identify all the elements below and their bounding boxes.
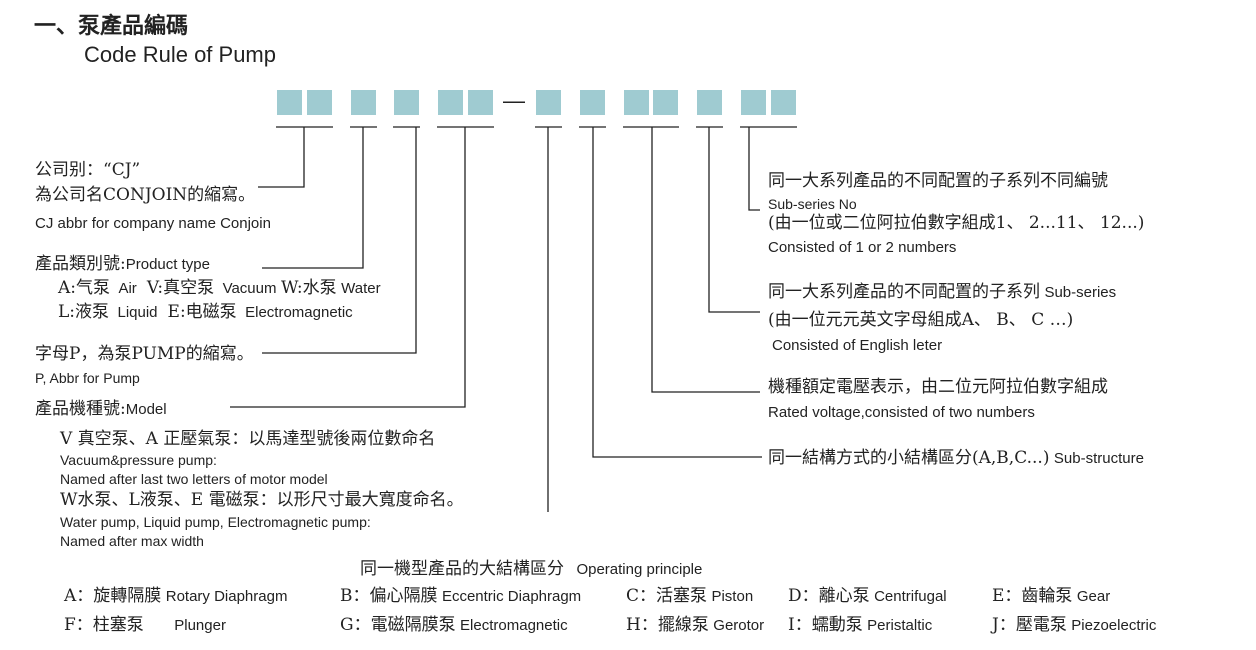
model-heading: 產品機種號:Model [35, 401, 167, 418]
type-w-en: Water [341, 280, 381, 297]
subseries-cn: 同一大系列產品的不同配置的子系列 [768, 282, 1040, 302]
subseries-en: Sub-series [1044, 284, 1117, 301]
code-square-type [351, 90, 376, 115]
model-w-en-2: Named after max width [60, 533, 204, 549]
model-w-en-1: Water pump, Liquid pump, Electromagnetic… [60, 514, 371, 530]
subno-en-2: Consisted of 1 or 2 numbers [768, 239, 957, 256]
model-cn: 產品機種號: [35, 399, 126, 419]
type-l-en: Liquid [117, 304, 158, 321]
model-v-en-1: Vacuum&pressure pump: [60, 452, 217, 468]
title-cn: 一、泵產品編碼 [34, 14, 189, 39]
code-square-voltage-2 [653, 90, 678, 115]
type-a-en: Air [118, 280, 137, 297]
model-en: Model [125, 401, 167, 418]
pump-cn: 字母P，為泵PUMP的縮寫。 [35, 344, 254, 364]
substructure-cn: 同一結構方式的小結構區分(A,B,C...) [768, 448, 1050, 468]
product-type-line-2: L:液泵 Liquid E:电磁泵 Electromagnetic [58, 304, 353, 321]
subno-cn: 同一大系列產品的不同配置的子系列不同編號 [768, 171, 1108, 191]
type-w-cn: W:水泵 [280, 278, 337, 298]
operating-en: Operating principle [576, 561, 703, 578]
substructure-en: Sub-structure [1053, 450, 1144, 467]
legend-item-i: I：蠕動泵 Peristaltic [788, 615, 933, 635]
substructure-heading: 同一結構方式的小結構區分(A,B,C...) Sub-structure [768, 450, 1144, 467]
product-type-en: Product type [125, 256, 210, 273]
connector-substructure [592, 127, 762, 458]
code-square-subno-1 [741, 90, 766, 115]
connector-subseries [708, 127, 760, 313]
code-square-p [394, 90, 419, 115]
code-square-j [307, 90, 332, 115]
subseries-heading: 同一大系列產品的不同配置的子系列 Sub-series [768, 284, 1116, 301]
type-l-cn: L:液泵 [58, 302, 110, 322]
company-cn-2: 為公司名CONJOIN的縮寫。 [35, 185, 256, 205]
legend-item-a: A：旋轉隔膜 Rotary Diaphragm [64, 586, 288, 606]
legend-item-j: J：壓電泵 Piezoelectric [992, 615, 1157, 635]
legend-item-e: E：齒輪泵 Gear [992, 586, 1111, 606]
legend-item-c: C：活塞泵 Piston [626, 586, 754, 606]
subno-en: Sub-series No [768, 196, 857, 212]
type-e-en: Electromagnetic [245, 304, 353, 321]
model-w-line: W水泵、L液泵、E 電磁泵：以形尺寸最大寬度命名。 [60, 490, 464, 510]
type-e-cn: E:电磁泵 [167, 302, 237, 322]
connector-company [258, 127, 305, 188]
model-v-en-2: Named after last two letters of motor mo… [60, 471, 328, 487]
subseries-en-2: Consisted of English leter [772, 337, 943, 354]
product-type-cn: 產品類別號: [35, 254, 126, 274]
code-square-subseries [697, 90, 722, 115]
product-type-line-1: A:气泵 Air V:真空泵 Vacuum W:水泵 Water [58, 280, 381, 297]
legend-item-f: F：柱塞泵 Plunger [64, 615, 226, 635]
subno-cn-2: (由一位或二位阿拉伯數字組成1、 2...11、 12...) [768, 213, 1145, 233]
operating-cn: 同一機型產品的大結構區分 [360, 559, 564, 579]
company-en: CJ abbr for company name Conjoin [35, 215, 271, 232]
connector-model [230, 127, 466, 408]
connector-type [262, 127, 364, 269]
pump-en: P, Abbr for Pump [35, 370, 140, 386]
legend-item-g: G：電磁隔膜泵 Electromagnetic [340, 615, 568, 635]
code-square-subno-2 [771, 90, 796, 115]
code-square-operating [536, 90, 561, 115]
connector-subno [748, 127, 760, 211]
operating-heading: 同一機型產品的大結構區分 Operating principle [360, 561, 702, 578]
model-v-line: V 真空泵、A 正壓氣泵：以馬達型號後兩位數命名 [60, 429, 436, 449]
legend-item-b: B：偏心隔膜 Eccentric Diaphragm [340, 586, 582, 606]
code-square-model-2 [468, 90, 493, 115]
voltage-en: Rated voltage,consisted of two numbers [768, 404, 1035, 421]
connector-voltage [651, 127, 760, 393]
voltage-cn: 機種額定電壓表示，由二位元阿拉伯數字組成 [768, 377, 1108, 397]
subseries-cn-2: (由一位元元英文字母組成A、 B、 C …) [768, 310, 1074, 330]
code-square-substructure [580, 90, 605, 115]
legend-item-d: D：離心泵 Centrifugal [788, 586, 947, 606]
code-square-voltage-1 [624, 90, 649, 115]
code-dash: — [503, 88, 525, 113]
type-v-cn: V:真空泵 [146, 278, 215, 298]
type-a-cn: A:气泵 [58, 278, 111, 298]
legend-item-h: H：擺線泵 Gerotor [626, 615, 765, 635]
product-type-heading: 產品類別號:Product type [35, 256, 210, 273]
title-en: Code Rule of Pump [84, 42, 276, 67]
code-square-model-1 [438, 90, 463, 115]
type-v-en: Vacuum [222, 280, 277, 297]
company-cn-1: 公司别：“CJ” [35, 160, 141, 180]
connector-pump [262, 127, 417, 354]
code-square-c [277, 90, 302, 115]
